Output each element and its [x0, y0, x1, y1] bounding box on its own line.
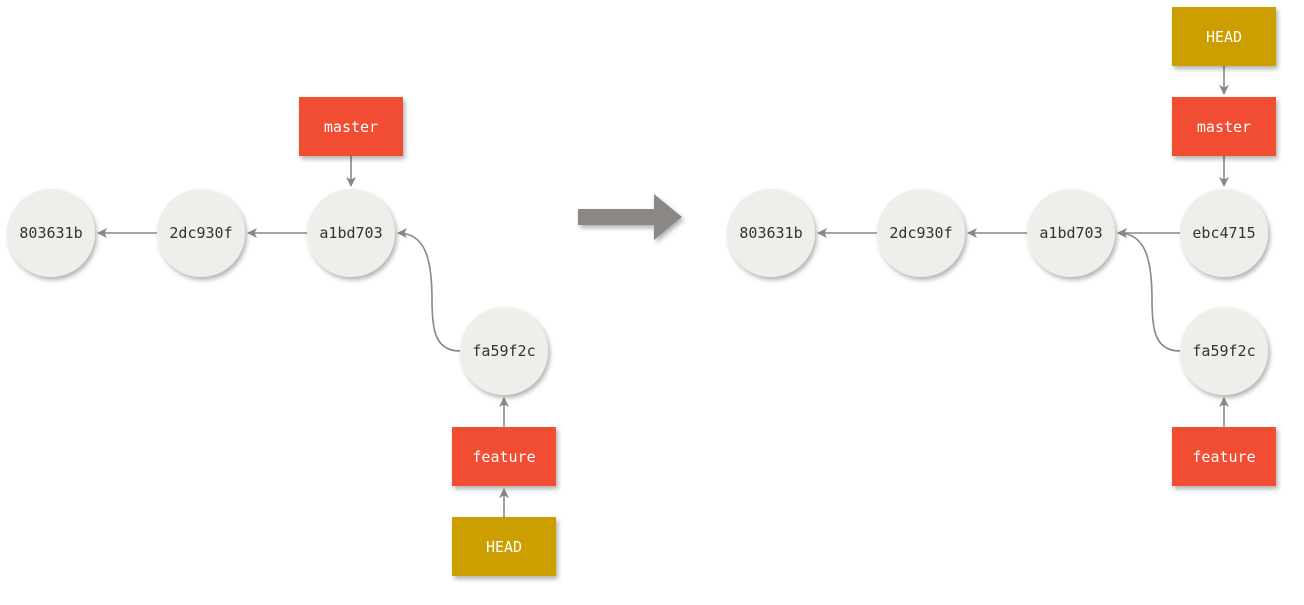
ref-label: feature: [472, 448, 535, 466]
before-branch-feature: feature: [452, 427, 556, 486]
after-head: HEAD: [1172, 7, 1276, 66]
commit-label: 2dc930f: [889, 224, 952, 242]
commit-label: fa59f2c: [472, 342, 535, 360]
commit-label: 2dc930f: [169, 224, 232, 242]
ref-label: master: [324, 118, 378, 136]
before-commit-803631b: 803631b: [7, 189, 95, 277]
before-edge-fa59f2c-to-a1bd703: [397, 228, 461, 352]
before-commit-fa59f2c: fa59f2c: [460, 307, 548, 395]
before-head: HEAD: [452, 517, 556, 576]
after-commit-ebc4715: ebc4715: [1180, 189, 1268, 277]
after-commit-a1bd703: a1bd703: [1027, 189, 1115, 277]
commit-label: 803631b: [19, 224, 82, 242]
after-branch-feature: feature: [1172, 427, 1276, 486]
nodes-layer: 803631b 2dc930f a1bd703 fa59f2c master f…: [7, 7, 1276, 576]
commit-label: fa59f2c: [1192, 342, 1255, 360]
commit-label: a1bd703: [319, 224, 382, 242]
before-branch-master: master: [299, 97, 403, 156]
transition-arrow-icon: [578, 194, 682, 240]
commit-label: 803631b: [739, 224, 802, 242]
edges-layer: [97, 66, 1229, 517]
after-commit-803631b: 803631b: [727, 189, 815, 277]
before-commit-2dc930f: 2dc930f: [157, 189, 245, 277]
ref-label: feature: [1192, 448, 1255, 466]
ref-label: master: [1197, 118, 1251, 136]
before-commit-a1bd703: a1bd703: [307, 189, 395, 277]
after-commit-fa59f2c: fa59f2c: [1180, 307, 1268, 395]
commit-label: a1bd703: [1039, 224, 1102, 242]
after-edge-fa59f2c-to-a1bd703: [1117, 228, 1181, 352]
after-branch-master: master: [1172, 97, 1276, 156]
ref-label: HEAD: [1206, 28, 1242, 46]
ref-label: HEAD: [486, 538, 522, 556]
after-commit-2dc930f: 2dc930f: [877, 189, 965, 277]
commit-label: ebc4715: [1192, 224, 1255, 242]
